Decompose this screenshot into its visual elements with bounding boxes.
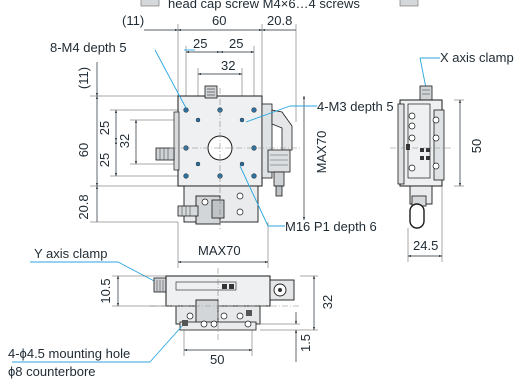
label-4-m3-depth-5: 4-M3 depth 5: [317, 99, 394, 114]
dim-side-24-5: 24.5: [413, 238, 438, 253]
label-m16-p1-depth-6: M16 P1 depth 6: [285, 219, 377, 234]
dim-top-20-8: 20.8: [267, 13, 292, 28]
dim-top-60: 60: [212, 13, 226, 28]
side-view: X axis clamp 50 24.5: [390, 50, 514, 262]
dim-top-25b: 25: [229, 36, 243, 51]
label-counterbore: ϕ8 counterbore: [8, 364, 96, 379]
dim-left-32: 32: [117, 134, 132, 148]
dim-left-25b: 25: [97, 153, 112, 167]
dim-top-11: (11): [122, 13, 144, 28]
top-view: (11) 60 20.8 25 25 32 (11) 60 25 25 32 2…: [50, 13, 394, 268]
dim-top-25a: 25: [193, 36, 207, 51]
dim-max70-horizontal: MAX70: [198, 243, 241, 258]
dim-left-60: 60: [76, 143, 91, 157]
dim-front-10-5: 10.5: [98, 278, 113, 303]
dim-left-20-8: 20.8: [76, 194, 91, 219]
label-y-axis-clamp: Y axis clamp: [34, 246, 107, 261]
front-view: Y axis clamp 10.5 32: [8, 246, 335, 379]
label-mounting-hole: 4-ϕ4.5 mounting hole: [8, 346, 130, 361]
dim-front-50: 50: [210, 352, 224, 367]
dim-front-32: 32: [320, 295, 335, 309]
label-x-axis-clamp: X axis clamp: [440, 50, 514, 65]
label-8-m4-depth-5: 8-M4 depth 5: [50, 40, 127, 55]
top-caption-strip: head cap screw M4×6…4 screws: [140, 0, 419, 11]
dim-front-1-5: 1.5: [298, 334, 313, 352]
dim-left-11: (11): [76, 67, 91, 89]
dim-max70-vertical: MAX70: [314, 131, 329, 174]
dim-top-32: 32: [221, 58, 235, 73]
header-fragment: head cap screw M4×6…4 screws: [168, 0, 360, 11]
dim-left-25a: 25: [97, 121, 112, 135]
dim-side-50: 50: [469, 139, 484, 153]
